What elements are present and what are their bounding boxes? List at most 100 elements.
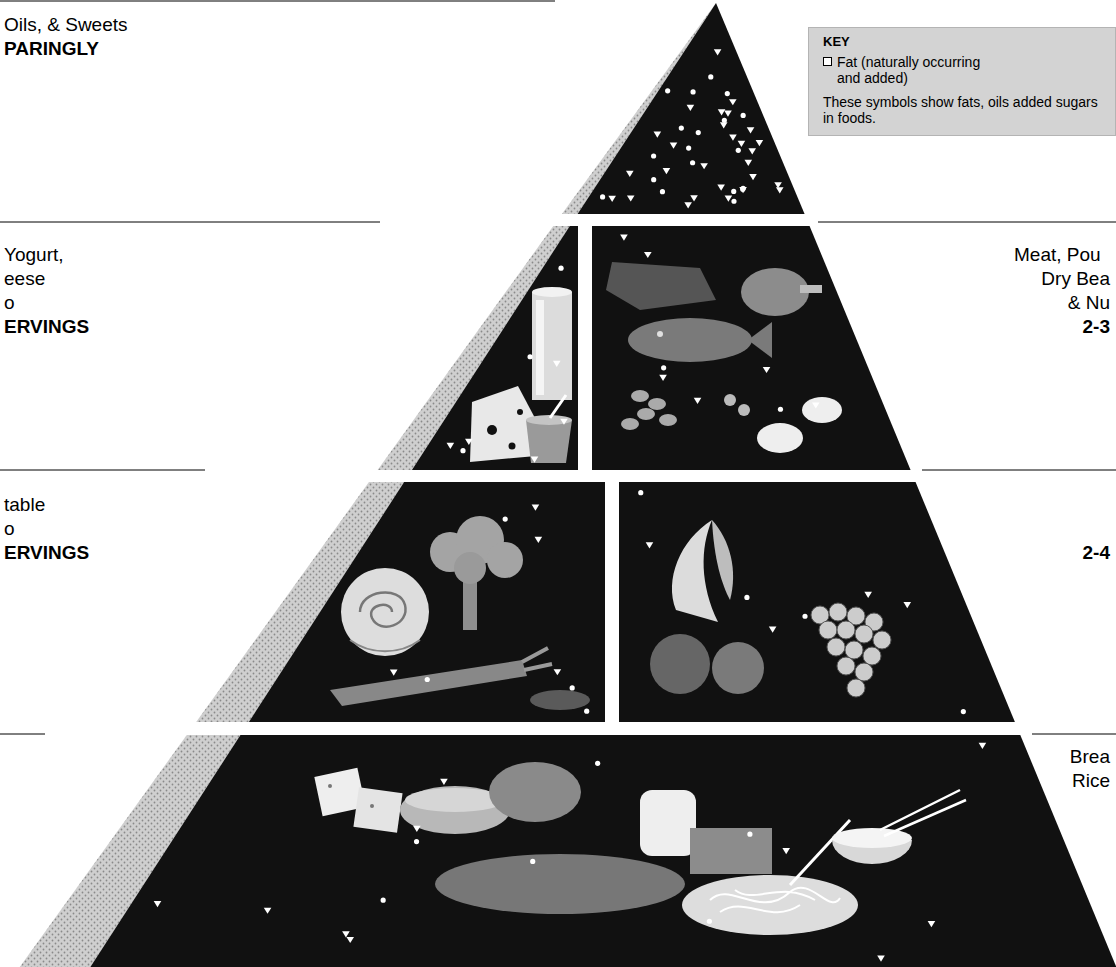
label-rule	[0, 222, 380, 223]
milk-glass	[536, 300, 544, 395]
sugar-symbol	[440, 779, 448, 785]
fruit-food	[827, 638, 845, 656]
meat-group-food	[757, 423, 803, 453]
legend: Fat (naturally occurring and added)	[823, 54, 1103, 86]
legend-swatch	[823, 57, 832, 66]
sugar-symbol	[717, 184, 725, 190]
sugar-symbol	[747, 127, 755, 133]
serving-label: ERVINGS	[4, 542, 89, 565]
sugar-symbol	[729, 99, 737, 105]
sugar-symbol	[535, 537, 543, 543]
sugar-symbol	[738, 141, 746, 147]
vegetable-food	[360, 592, 406, 626]
sugar-symbol	[769, 627, 777, 633]
sugar-symbol	[342, 931, 350, 937]
yogurt-cup	[526, 415, 572, 425]
sugar-symbol	[413, 826, 421, 832]
sugar-symbol	[748, 148, 756, 154]
fruit-food	[829, 603, 847, 621]
legend-text: Fat (naturally occurring and added)	[837, 54, 995, 86]
sugar-symbol	[532, 505, 540, 511]
fat-symbol	[661, 365, 666, 370]
fat-symbol	[778, 407, 783, 412]
fruit-food	[712, 520, 733, 600]
key-note: These symbols show fats, oils added suga…	[823, 94, 1103, 126]
fruit-food	[837, 657, 855, 675]
sugar-symbol	[928, 921, 936, 927]
key-heading: KEY	[823, 35, 1103, 50]
sugar-symbol	[560, 419, 568, 425]
grain-food	[682, 875, 858, 935]
vegetable-panel	[249, 482, 605, 722]
sugar-symbol	[700, 163, 708, 169]
key-box: KEY Fat (naturally occurring and added) Th…	[808, 27, 1116, 136]
sugar-symbol	[739, 187, 747, 193]
sugar-symbol	[154, 901, 162, 907]
vegetable-food	[330, 660, 527, 706]
sugar-symbol	[654, 132, 662, 138]
fat-symbol	[595, 761, 600, 766]
sugar-symbol	[720, 122, 728, 128]
fat-symbol	[414, 839, 419, 844]
grain-food	[880, 790, 960, 830]
label-rule	[0, 1, 1116, 734]
sugar-symbol	[718, 109, 726, 115]
fruit-food	[672, 520, 718, 622]
legend-entry: Fat (naturally occurring and added)	[823, 54, 1103, 86]
sugar-symbol	[264, 908, 272, 914]
fruit-food	[845, 641, 863, 659]
sugar-symbol	[729, 135, 737, 141]
fat-symbol	[600, 194, 605, 199]
sugar-symbol	[864, 592, 872, 598]
group-label: Oils, & Sweets	[4, 14, 128, 37]
group-label: Meat, Pou	[1014, 244, 1101, 267]
fat-symbol	[460, 448, 465, 453]
sugar-symbol	[626, 171, 634, 177]
fat-symbol	[570, 685, 575, 690]
fat-symbol	[503, 517, 508, 522]
fruit-food	[837, 621, 855, 639]
grain-food	[314, 762, 966, 935]
serving-label: 2-4	[1083, 542, 1110, 565]
meat-group-food	[738, 404, 750, 416]
fat-symbol	[679, 126, 684, 131]
sweets-tier	[578, 3, 805, 214]
fat-symbol	[651, 153, 656, 158]
fat-symbol	[741, 113, 746, 118]
sugar-symbol	[687, 105, 695, 111]
sugar-symbol	[690, 195, 698, 201]
fruit-food	[863, 647, 881, 665]
sugar-symbol	[776, 187, 784, 193]
sugar-symbol	[979, 743, 987, 749]
cheese-wedge	[517, 409, 523, 415]
yogurt-cup	[526, 420, 572, 463]
milk-glass	[532, 292, 572, 400]
group-label: o	[4, 292, 15, 315]
sugar-symbol	[774, 182, 782, 188]
fruit-food	[712, 642, 764, 694]
meat-group-food	[724, 394, 736, 406]
meat-group-food	[800, 285, 822, 293]
fruit-food	[873, 631, 891, 649]
fruit-food	[650, 520, 891, 697]
meat-group-food	[748, 322, 772, 358]
fruit-food	[650, 634, 710, 694]
fruit-food	[855, 625, 873, 643]
grain-food	[832, 828, 912, 848]
fat-symbol	[425, 677, 430, 682]
serving-label: 2-3	[1083, 316, 1110, 339]
vegetable-food	[487, 542, 523, 578]
sugar-symbol	[763, 367, 771, 373]
group-label: Dry Bea	[1041, 268, 1110, 291]
fruit-food	[847, 679, 865, 697]
group-label: Brea	[1070, 746, 1110, 769]
fat-symbol	[736, 148, 741, 153]
sugar-symbol	[644, 252, 652, 258]
sugar-symbol	[694, 398, 702, 404]
meat-group-food	[637, 408, 655, 420]
meat-group-food	[628, 318, 752, 362]
label-rule	[0, 734, 45, 735]
meat-group-food	[741, 268, 809, 316]
